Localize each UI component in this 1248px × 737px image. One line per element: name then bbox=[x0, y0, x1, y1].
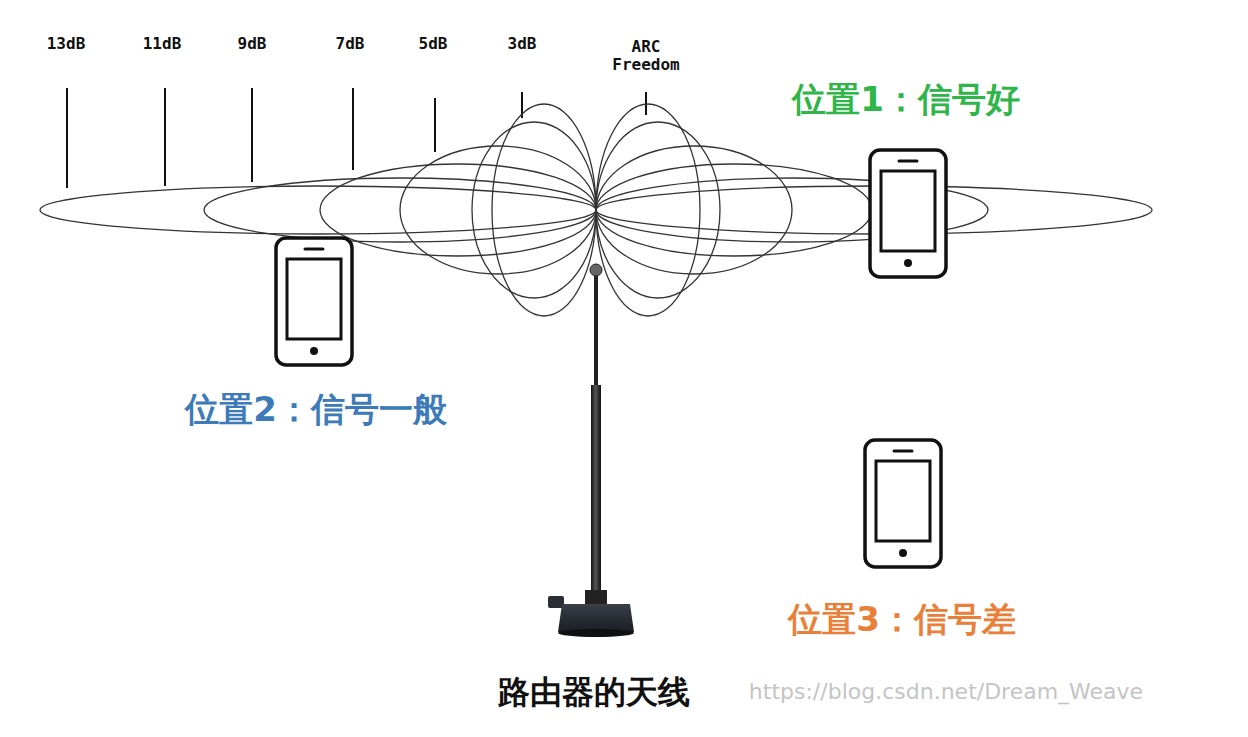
lobe-outline bbox=[400, 146, 596, 274]
gain-label: 13dB bbox=[47, 35, 86, 53]
antenna-caption: 路由器的天线 bbox=[498, 675, 690, 710]
position-label: 位置3：信号差 bbox=[788, 601, 1016, 638]
phone-icon bbox=[870, 150, 946, 277]
phone-icon bbox=[276, 238, 352, 365]
gain-label: 3dB bbox=[508, 35, 537, 53]
phone-icons bbox=[276, 150, 946, 567]
gain-ticks bbox=[67, 88, 646, 188]
lobe-outline bbox=[596, 146, 792, 274]
gain-label: 9dB bbox=[238, 35, 267, 53]
lobe-outline bbox=[492, 104, 596, 316]
gain-label: 7dB bbox=[336, 35, 365, 53]
router-antenna bbox=[548, 264, 634, 637]
lobe-outline bbox=[596, 122, 720, 298]
gain-label: ARC Freedom bbox=[606, 38, 686, 73]
watermark: https://blog.csdn.net/Dream_Weave bbox=[749, 680, 1143, 704]
lobe-outline bbox=[320, 164, 596, 256]
position-label: 位置1：信号好 bbox=[792, 81, 1020, 118]
phone-icon bbox=[865, 440, 941, 567]
lobe-outline bbox=[472, 122, 596, 298]
lobe-outline bbox=[596, 164, 872, 256]
gain-label: 5dB bbox=[419, 35, 448, 53]
gain-label: 11dB bbox=[143, 35, 182, 53]
lobe-outline bbox=[596, 104, 700, 316]
lobe-outline bbox=[40, 186, 596, 234]
position-label: 位置2：信号一般 bbox=[185, 391, 447, 428]
